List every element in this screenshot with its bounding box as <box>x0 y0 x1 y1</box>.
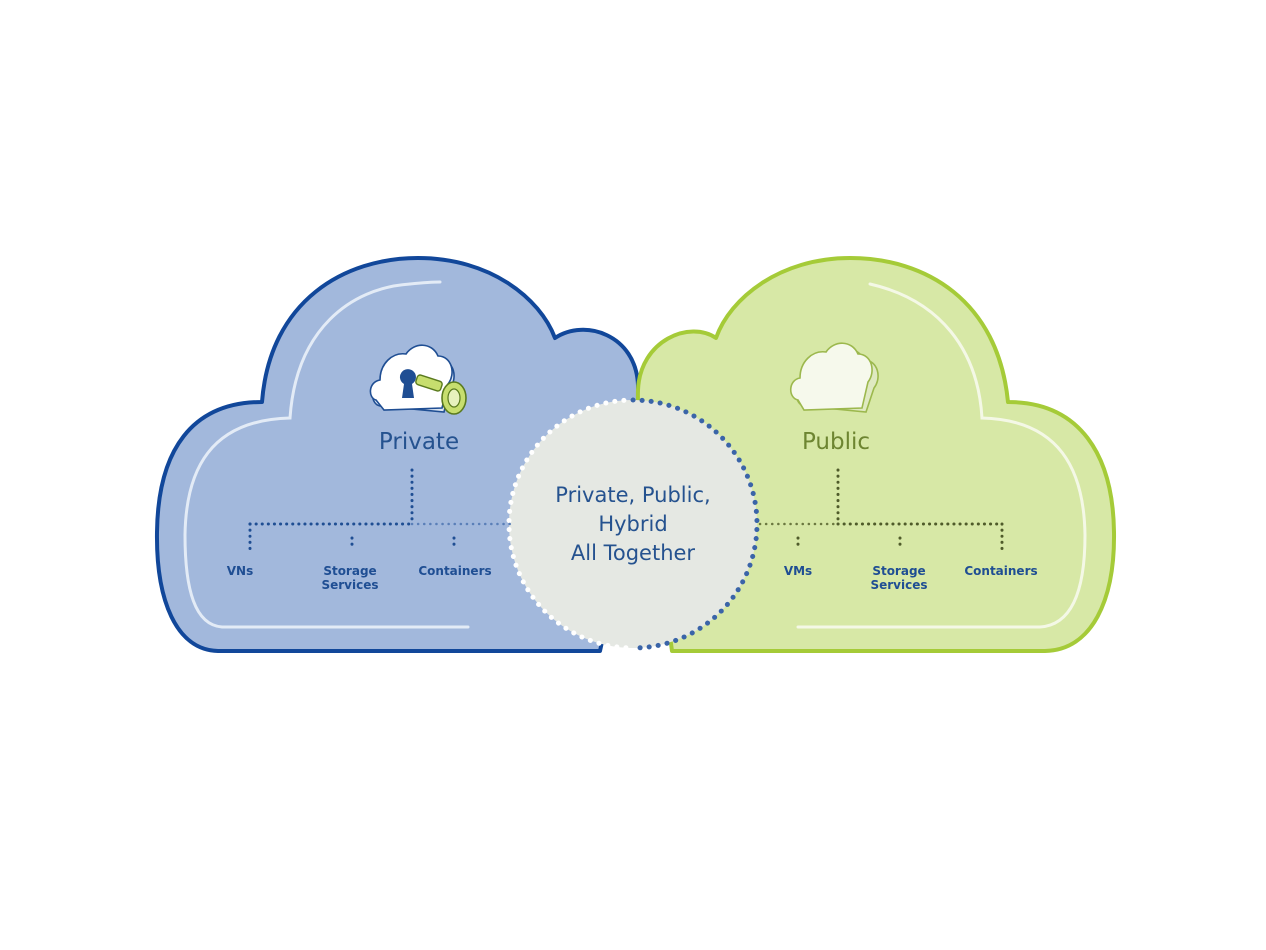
center-text-line-1: Private, Public, <box>555 483 710 507</box>
public-leaf-containers: Containers <box>964 564 1037 578</box>
public-leaf-labels: VMs Storage Services Containers <box>784 564 1038 592</box>
private-leaf-containers: Containers <box>418 564 491 578</box>
public-cloud-inner-highlight <box>796 282 1087 629</box>
private-cloud-inner-highlight <box>183 282 470 629</box>
public-cloud-shape <box>635 256 1117 653</box>
public-title: Public <box>802 429 870 455</box>
cloud-key-icon <box>369 344 467 415</box>
private-title: Private <box>379 429 459 455</box>
center-text-line-3: All Together <box>571 541 696 565</box>
public-leaf-storage-line1: Storage <box>872 564 925 578</box>
center-text-line-2: Hybrid <box>598 512 667 536</box>
public-connector-tree <box>758 468 1004 552</box>
public-leaf-storage-line2: Services <box>870 578 927 592</box>
public-cloud <box>635 256 1117 653</box>
public-leaf-vms: VMs <box>784 564 812 578</box>
private-leaf-storage-line2: Services <box>321 578 378 592</box>
private-leaf-storage-line1: Storage <box>323 564 376 578</box>
center-circle-fill <box>509 400 757 648</box>
private-connector-tree <box>248 468 514 552</box>
private-cloud-inner-highlight-2 <box>408 280 442 286</box>
center-circle: Private, Public, Hybrid All Together <box>506 397 760 651</box>
private-leaf-vns: VNs <box>227 564 253 578</box>
private-leaf-labels: VNs Storage Services Containers <box>227 564 492 592</box>
cloud-icon <box>789 342 879 413</box>
